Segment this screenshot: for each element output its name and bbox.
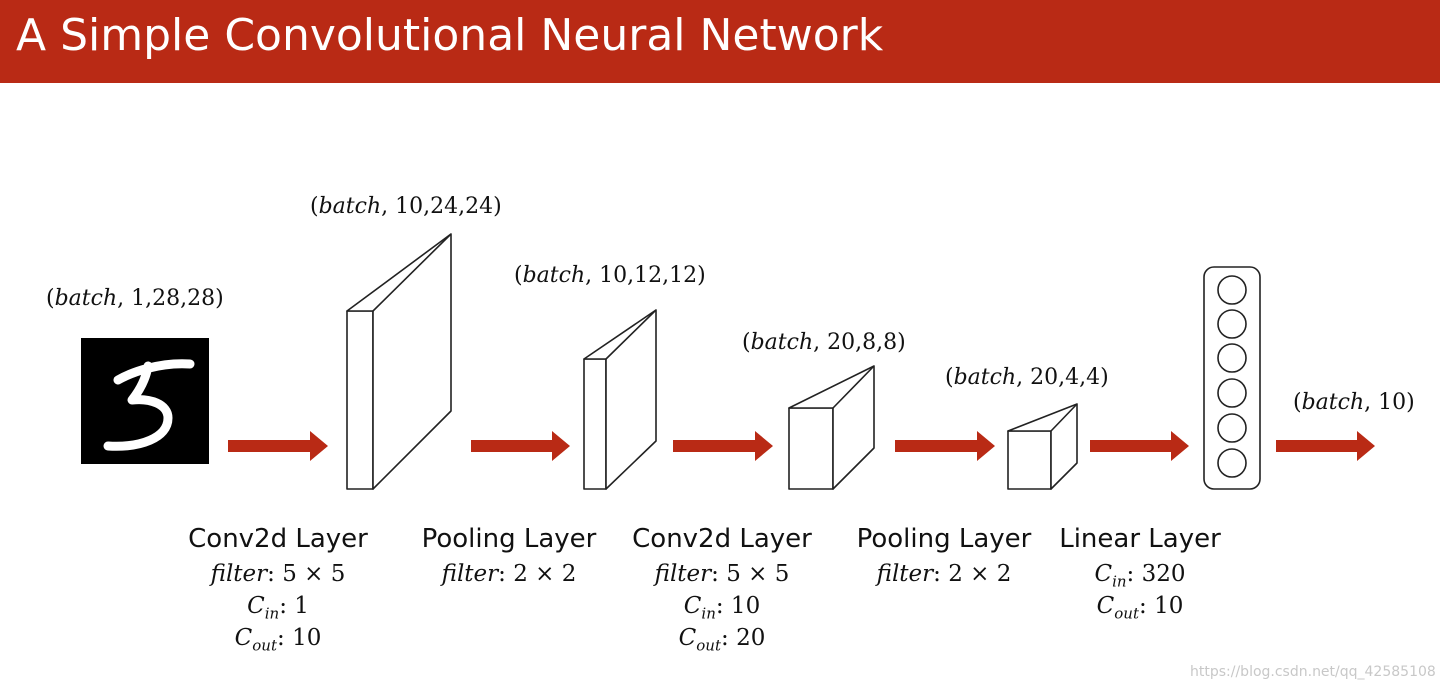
- arrow-3: [673, 431, 773, 461]
- shape-pool2: (batch, 20,4,4): [945, 365, 1109, 390]
- shape-output: (batch, 10): [1293, 390, 1415, 415]
- arrow-1: [228, 431, 328, 461]
- arrow-5: [1090, 431, 1189, 461]
- layer-filter: filter: 2 × 2: [441, 561, 577, 587]
- shape-pool1: (batch, 10,12,12): [514, 263, 706, 288]
- watermark: https://blog.csdn.net/qq_42585108: [1190, 664, 1436, 680]
- shape-input: (batch, 1,28,28): [46, 286, 224, 311]
- handwritten-digit-five-icon: [81, 338, 209, 464]
- feature-map-3: [788, 365, 875, 490]
- layer-cout: Cout: 10: [1096, 593, 1184, 623]
- layer-name: Conv2d Layer: [188, 524, 368, 554]
- layer-filter: filter: 5 × 5: [654, 561, 790, 587]
- feature-map-2: [583, 309, 657, 490]
- shape-conv2: (batch, 20,8,8): [742, 330, 906, 355]
- layer-name: Pooling Layer: [421, 524, 597, 554]
- layer-name: Pooling Layer: [856, 524, 1032, 554]
- layer-filter: filter: 2 × 2: [876, 561, 1012, 587]
- feature-map-4: [1007, 403, 1078, 490]
- shape-conv1: (batch, 10,24,24): [310, 194, 502, 219]
- layer-cin: Cin: 1: [247, 593, 309, 623]
- arrow-6: [1276, 431, 1375, 461]
- page-title: A Simple Convolutional Neural Network: [16, 10, 884, 61]
- title-bar: A Simple Convolutional Neural Network: [0, 0, 1440, 83]
- layer-name: Linear Layer: [1059, 524, 1221, 554]
- flow-arrows: [228, 431, 1375, 461]
- layer-cout: Cout: 10: [234, 625, 322, 655]
- layer-name: Conv2d Layer: [632, 524, 812, 554]
- arrow-4: [895, 431, 995, 461]
- linear-output-neurons: [1203, 266, 1261, 490]
- layer-filter: filter: 5 × 5: [210, 561, 346, 587]
- layer-cout: Cout: 20: [678, 625, 766, 655]
- feature-map-1: [346, 233, 452, 490]
- arrow-2: [471, 431, 570, 461]
- layer-cin: Cin: 320: [1094, 561, 1186, 591]
- layer-cin: Cin: 10: [683, 593, 761, 623]
